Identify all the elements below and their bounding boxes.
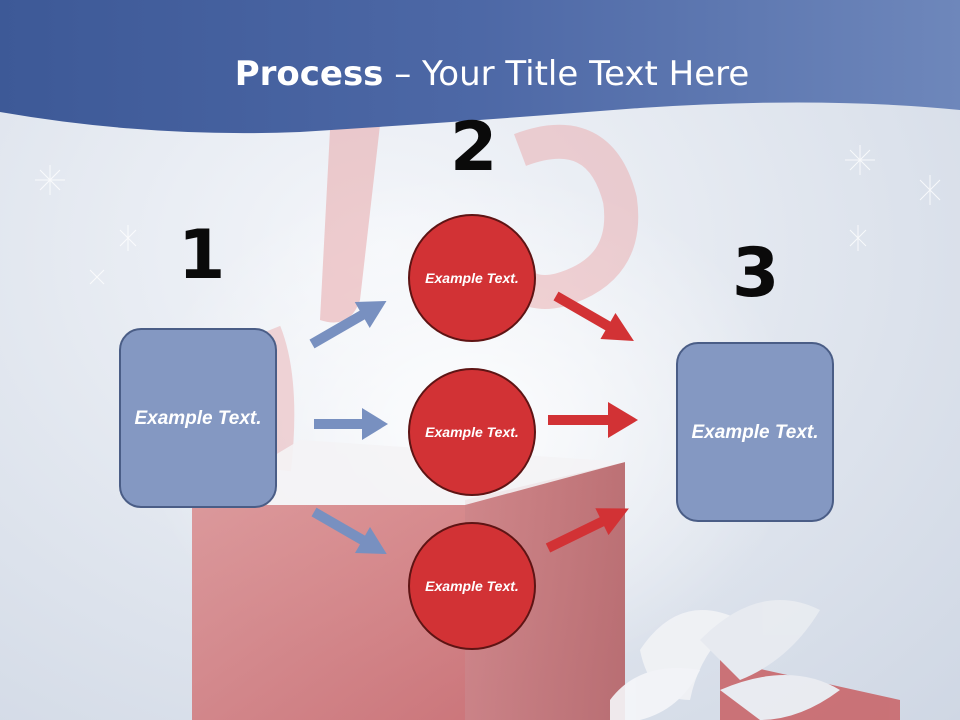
step-number-3: 3 [732, 234, 780, 313]
title-bold: Process [234, 54, 384, 94]
circle-top-label: Example Text. [425, 269, 519, 286]
step-1-label: Example Text. [134, 407, 262, 429]
step-number-2: 2 [450, 108, 498, 187]
page-title: Process – Your Title Text Here [0, 54, 960, 94]
step-2-circle-top: Example Text. [408, 214, 536, 342]
circle-middle-label: Example Text. [425, 423, 519, 440]
step-2-circle-bottom: Example Text. [408, 522, 536, 650]
step-number-1: 1 [178, 216, 226, 295]
step-3-label: Example Text. [691, 421, 819, 443]
title-rest: – Your Title Text Here [383, 54, 750, 94]
step-2-circle-middle: Example Text. [408, 368, 536, 496]
step-3-box: Example Text. [676, 342, 834, 522]
title-band [0, 0, 960, 134]
step-1-box: Example Text. [119, 328, 277, 508]
circle-bottom-label: Example Text. [425, 577, 519, 594]
